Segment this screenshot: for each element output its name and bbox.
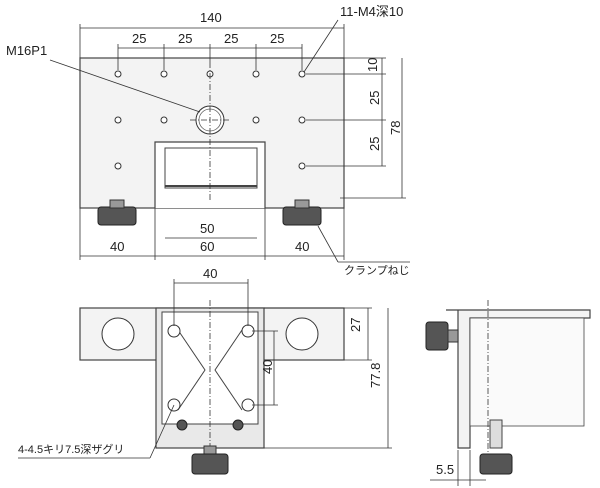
dim-5-5: 5.5 (436, 462, 454, 477)
top-view: 140 25 25 25 25 11-M4深10 M16P1 10 25 25 … (6, 4, 410, 277)
dim-25b: 25 (367, 137, 382, 151)
dim-60: 60 (200, 239, 214, 254)
center-tap-label: M16P1 (6, 43, 47, 58)
side-knob-bottom (479, 453, 513, 475)
tap-holes (114, 70, 306, 170)
dim-77-8: 77.8 (368, 363, 383, 388)
dim-27: 27 (348, 318, 363, 332)
counterbore-label: 4-4.5キリ7.5深ザグリ (18, 442, 124, 456)
dim-pitch-2: 25 (178, 31, 192, 46)
clamp-screw-label: クランプねじ (344, 264, 410, 277)
side-view: 5.5 (425, 300, 591, 486)
dim-40-right: 40 (295, 239, 309, 254)
clamp-screw-right (282, 199, 322, 226)
front-hole-right (285, 317, 319, 351)
dim-front-40-v: 40 (260, 360, 275, 374)
dim-front-40: 40 (203, 266, 217, 281)
dim-140: 140 (200, 10, 222, 25)
dim-40-left: 40 (110, 239, 124, 254)
dim-25a: 25 (367, 91, 382, 105)
dim-pitch-3: 25 (224, 31, 238, 46)
slot-inner (164, 147, 258, 189)
dim-50: 50 (200, 221, 214, 236)
dim-78: 78 (388, 121, 403, 135)
dim-10: 10 (365, 58, 380, 72)
side-knob-left (425, 321, 449, 351)
dim-pitch-1: 25 (132, 31, 146, 46)
tap-holes-label: 11-M4深10 (340, 4, 403, 19)
clamp-screw-left (97, 199, 137, 226)
front-hole-left (101, 317, 135, 351)
front-view: 40 27 77.8 40 4-4.5キリ7.5深ザグリ (18, 266, 392, 475)
front-clamp-screw (191, 445, 229, 475)
dim-pitch-4: 25 (270, 31, 284, 46)
